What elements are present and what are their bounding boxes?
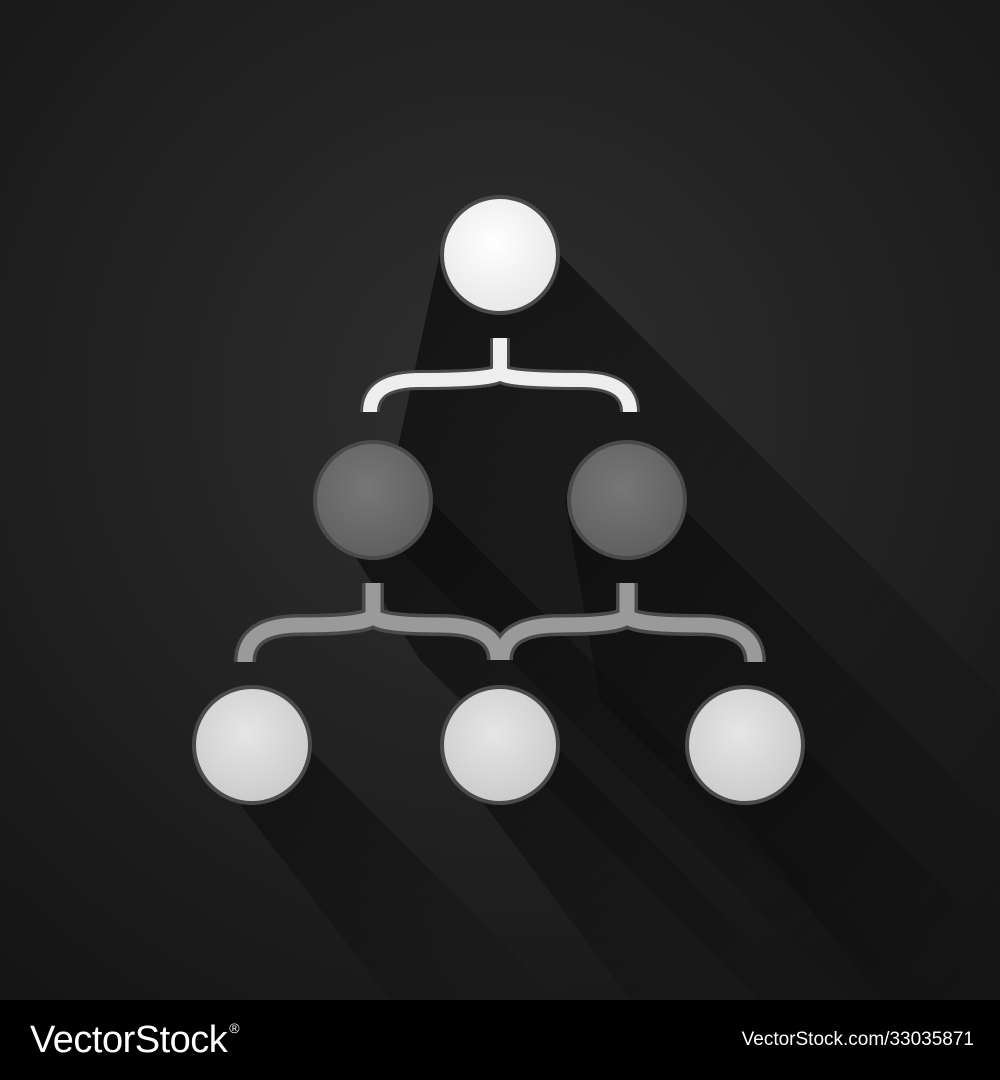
middle-node-right — [567, 440, 687, 560]
bottom-node-left — [192, 685, 312, 805]
watermark-credit: VectorStock.com/33035871 — [741, 1029, 974, 1050]
long-shadow — [195, 195, 1000, 1000]
hierarchy-icon — [192, 195, 1000, 1000]
connector-top — [360, 338, 640, 413]
watermark-bar: VectorStock® VectorStock.com/33035871 — [0, 1000, 1000, 1080]
connector-bottom — [234, 583, 766, 663]
top-node — [440, 195, 560, 315]
registered-mark: ® — [229, 1020, 240, 1036]
watermark-brand-name: VectorStock — [30, 1018, 228, 1061]
watermark-brand: VectorStock® — [30, 1018, 240, 1062]
icon-artboard — [0, 0, 1000, 1000]
bottom-node-right — [685, 685, 805, 805]
bottom-node-center — [440, 685, 560, 805]
middle-node-left — [313, 440, 433, 560]
